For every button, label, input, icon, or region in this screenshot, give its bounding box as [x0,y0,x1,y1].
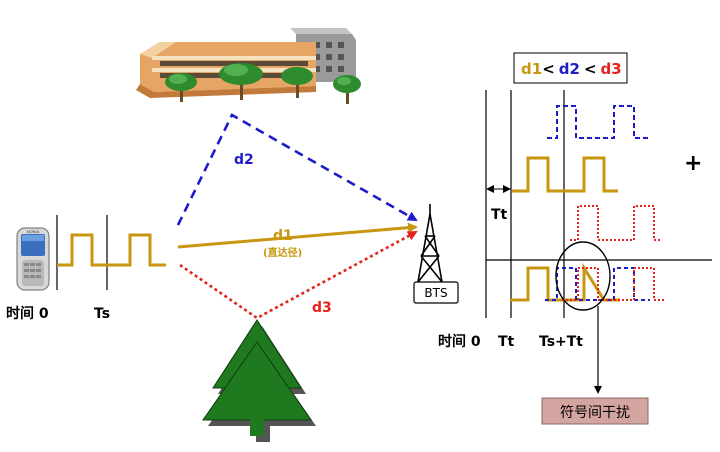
building-icon [136,28,361,104]
svg-text:NOKIA: NOKIA [27,229,40,234]
timing-diagram [485,90,712,394]
bts-tower-icon [417,204,443,283]
tt-delay-label: Tt [491,207,508,223]
bts-box [413,281,459,304]
isi-box [541,397,649,425]
left-time-zero-label: 时间 0 [6,305,49,322]
path-d2-arrow [176,113,418,226]
ts-plus-tt-label: Ts+Tt [539,334,583,350]
isi-label: 符号间干扰 [560,405,630,421]
path-d3-arrow [179,230,418,320]
legend-formula: d1<d2<d3 [521,60,622,78]
plus-sign: + [684,151,702,176]
d1-path-sublabel: (直达径) [263,246,302,259]
pine-tree-icon [202,319,316,442]
left-ts-label: Ts [94,306,110,322]
d1-path-label: d1 [273,228,293,244]
right-time-zero-label: 时间 0 [438,333,481,350]
d2-path-label: d2 [234,152,254,168]
path-d1-arrow [177,222,418,249]
d3-path-label: d3 [312,300,332,316]
right-tt-axis-label: Tt [498,334,515,350]
mobile-phone-icon: NOKIA [16,227,50,291]
transmit-pulse-train [56,215,166,290]
legend-box [513,52,628,84]
bts-label: BTS [424,286,447,300]
